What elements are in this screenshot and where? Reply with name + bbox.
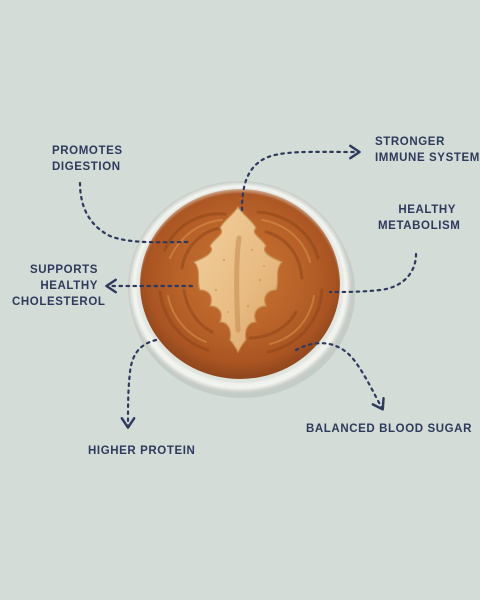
- arrow-digestion: [78, 181, 192, 244]
- label-higher-protein: HIGHER PROTEIN: [88, 445, 196, 457]
- arrow-metabolism: [328, 252, 418, 294]
- arrow-protein: [120, 338, 158, 429]
- label-stronger-immune-system: STRONGER IMMUNE SYSTEM: [375, 136, 480, 164]
- label-supports-healthy-cholesterol: SUPPORTS HEALTHY CHOLESTEROL: [12, 264, 106, 308]
- label-promotes-digestion: PROMOTES DIGESTION: [52, 145, 123, 173]
- arrow-blood-sugar: [294, 342, 385, 411]
- connector-arrows: [78, 144, 418, 429]
- label-healthy-metabolism: HEALTHY METABOLISM: [378, 204, 461, 232]
- glass-rim-highlight: [128, 181, 352, 393]
- arrow-immune: [240, 144, 361, 212]
- product-photo: [128, 181, 355, 398]
- label-balanced-blood-sugar: BALANCED BLOOD SUGAR: [306, 423, 472, 435]
